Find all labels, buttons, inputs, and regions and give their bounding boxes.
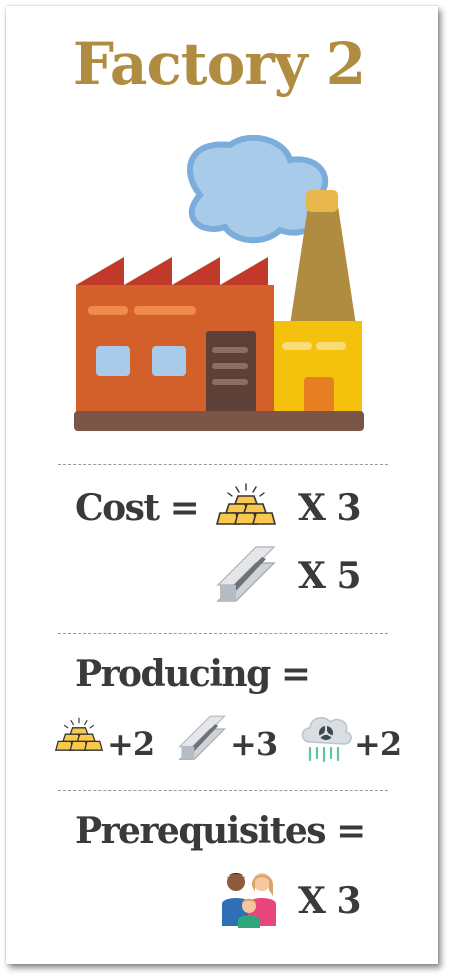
factory-icon: [74, 135, 364, 431]
prerequisites-label: Prerequisites =: [75, 810, 366, 852]
divider-middle: [58, 633, 388, 634]
gold-bars-icon: [55, 717, 103, 751]
cost-label: Cost =: [75, 487, 200, 529]
prerequisites-people-quantity: X 3: [298, 880, 362, 922]
producing-label: Producing =: [75, 653, 311, 695]
card-title: Factory 2: [72, 30, 366, 98]
cost-gold-quantity: X 3: [298, 487, 362, 529]
steel-beam-icon: [178, 715, 227, 760]
divider-bottom: [58, 790, 388, 791]
producing-radiation-amount: +2: [354, 725, 402, 763]
producing-steel-amount: +3: [230, 725, 278, 763]
steel-beam-icon: [216, 546, 276, 602]
cost-steel-quantity: X 5: [298, 555, 362, 597]
family-icon: [222, 873, 276, 928]
producing-gold-amount: +2: [107, 725, 155, 763]
divider-top: [58, 464, 388, 465]
gold-bars-icon: [216, 483, 276, 525]
radioactive-cloud-icon: [301, 717, 352, 763]
